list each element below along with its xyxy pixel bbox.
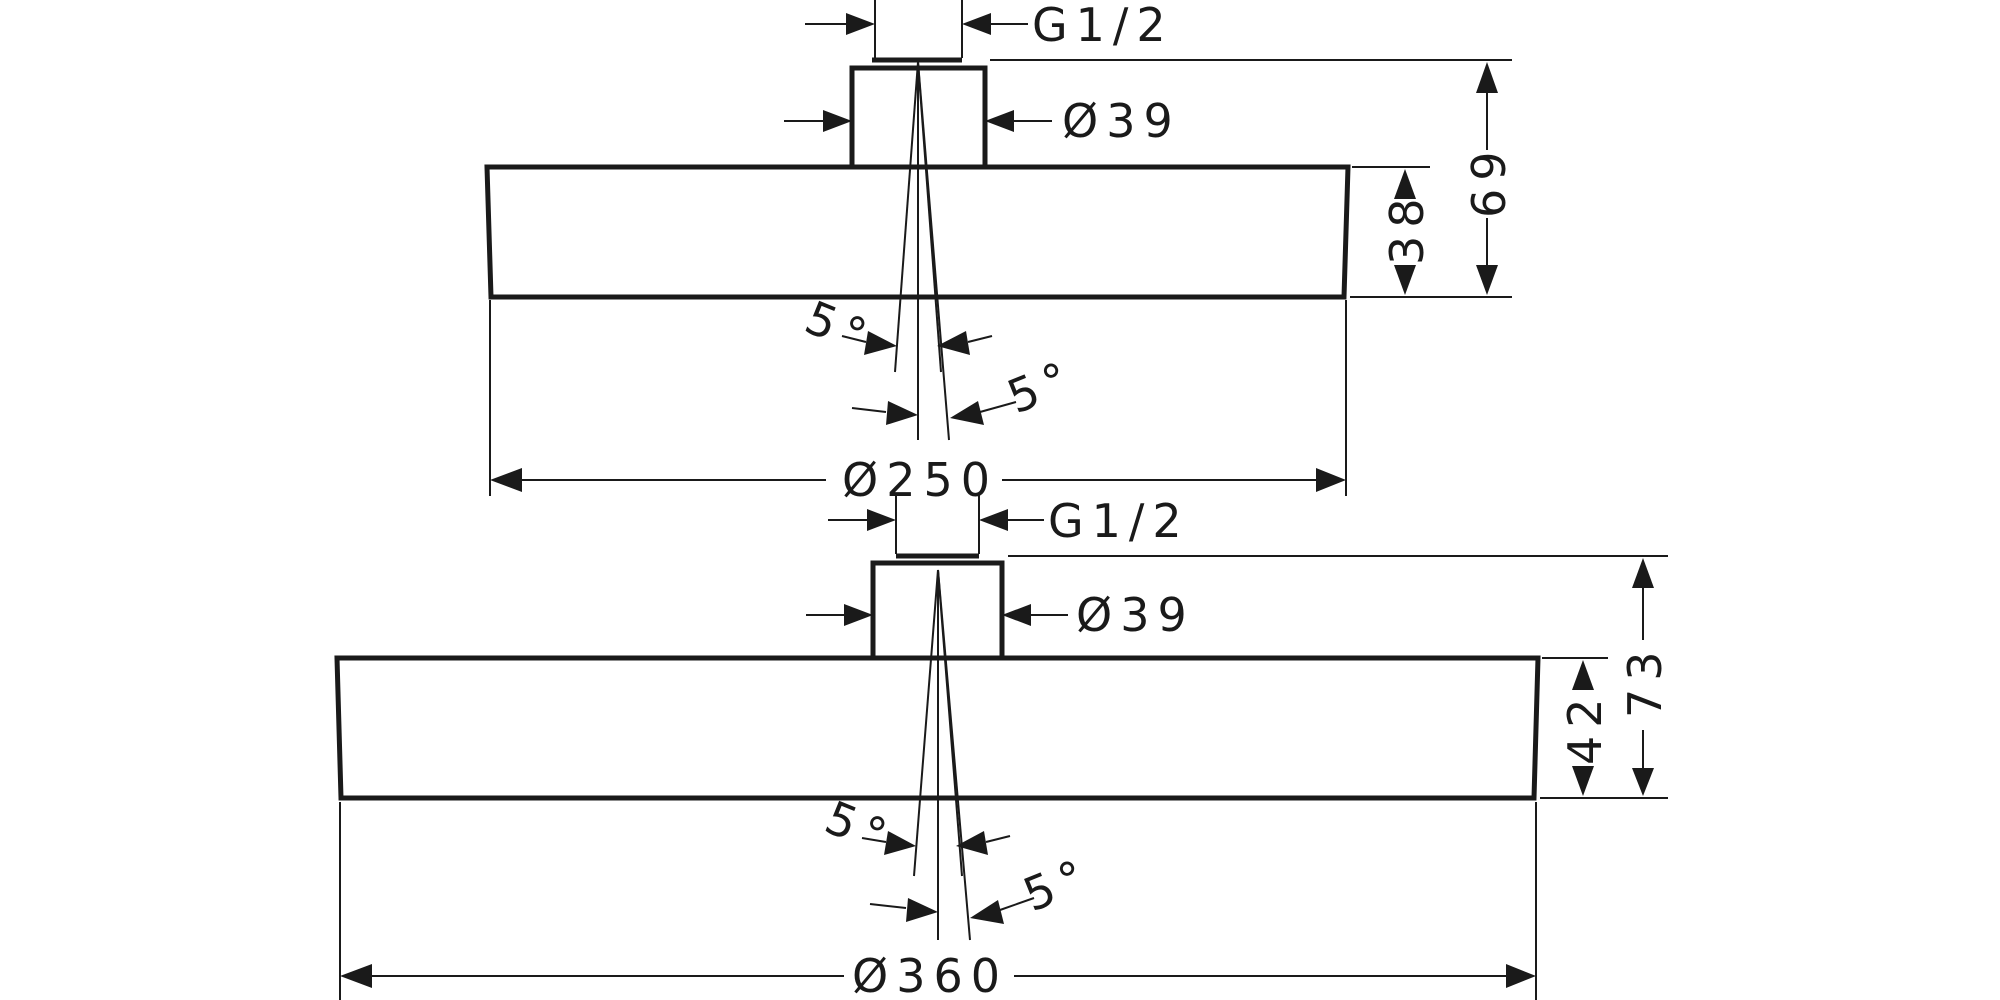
- thread-label: G1/2: [1032, 0, 1174, 52]
- height-dimension: [1008, 555, 1668, 799]
- diameter-dimension: [339, 802, 1537, 1000]
- diameter-label: Ø250: [842, 453, 998, 507]
- disc-body: [334, 655, 1541, 801]
- body-height-label: 42: [1558, 690, 1612, 765]
- view-shower-head-360: G1/2 Ø39 73 42: [334, 494, 1672, 1000]
- connector-diameter-label: Ø39: [1076, 588, 1195, 642]
- tilt-label-lower: 5°: [1000, 349, 1084, 425]
- tilt-dimension-upper: [861, 831, 1011, 855]
- view-shower-head-250: G1/2 Ø39 69 38: [484, 0, 1516, 507]
- connector-stem: [870, 560, 1005, 658]
- thread-dimension: [805, 0, 1028, 58]
- connector-diameter-label: Ø39: [1062, 94, 1181, 148]
- height-dimension: [990, 59, 1512, 298]
- disc-body: [484, 164, 1351, 300]
- body-height-dimension: [1542, 657, 1608, 796]
- connector-diameter-dimension: [806, 604, 1068, 626]
- tilt-dimension-lower: [869, 897, 1035, 924]
- tilt-label-upper: 5°: [798, 290, 882, 366]
- tilt-label-lower: 5°: [1016, 847, 1100, 923]
- tilt-dimension-lower: [851, 401, 1017, 425]
- body-height-dimension: [1352, 166, 1430, 295]
- diameter-label: Ø360: [852, 949, 1008, 1000]
- height-label: 73: [1618, 643, 1672, 718]
- tilt-dimension-upper: [841, 331, 993, 355]
- body-height-label: 38: [1380, 190, 1434, 265]
- tilt-lines: [913, 569, 971, 941]
- tilt-lines: [894, 61, 950, 441]
- connector-diameter-dimension: [784, 110, 1052, 132]
- tilt-label-upper: 5°: [818, 790, 902, 866]
- thread-dimension: [828, 494, 1044, 554]
- thread-label: G1/2: [1048, 494, 1190, 548]
- diameter-dimension: [489, 300, 1347, 496]
- height-label: 69: [1462, 143, 1516, 218]
